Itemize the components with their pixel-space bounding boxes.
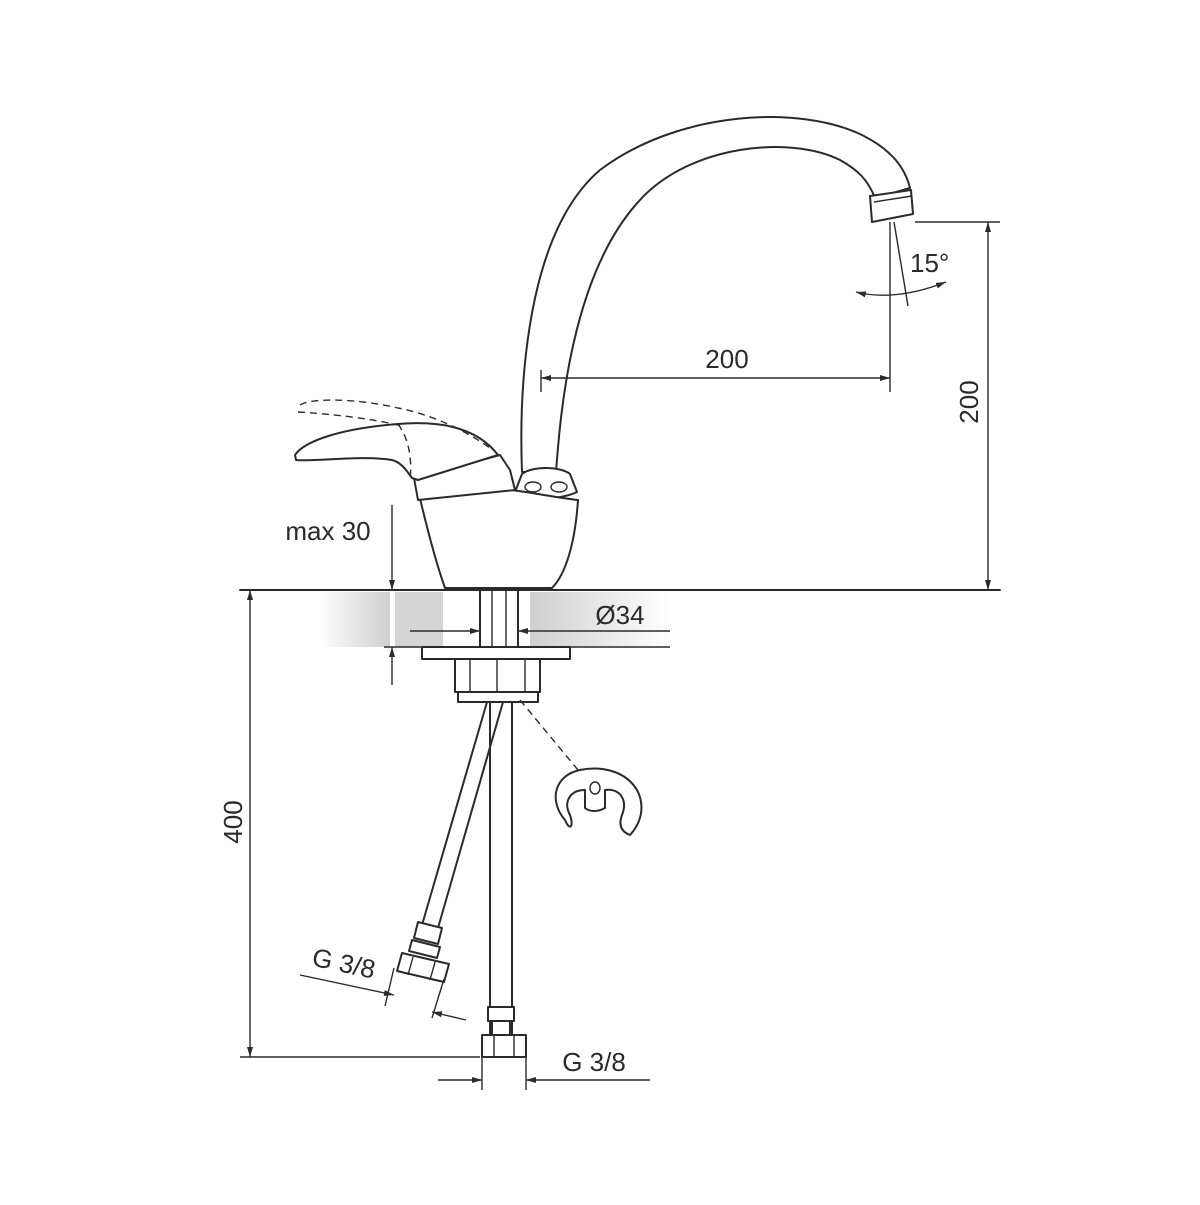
left-thread-label: G 3/8: [310, 942, 378, 985]
mount-hole-label: Ø34: [595, 600, 644, 630]
dim-counter-thickness: [384, 505, 440, 685]
dim-spout-height: [915, 221, 1000, 590]
hose-length-label: 400: [218, 800, 248, 843]
horseshoe-clip-icon: [519, 699, 643, 836]
right-hose-fitting-icon: [481, 1006, 527, 1058]
dim-spout-reach: [540, 222, 891, 392]
dim-left-thread: [299, 967, 467, 1021]
spout: [514, 116, 914, 499]
spray-angle-label: 15°: [910, 248, 949, 278]
lever-handle: [294, 422, 499, 481]
counter-thickness-label: max 30: [285, 516, 370, 546]
supply-hoses: [396, 701, 527, 1058]
spout-height-label: 200: [954, 380, 984, 423]
aerator-icon: [869, 189, 914, 223]
spout-reach-label: 200: [705, 344, 748, 374]
dim-spray-angle: [855, 221, 947, 307]
mounting-shank: [421, 589, 571, 703]
dim-hose-length: [240, 590, 480, 1058]
faucet-body: [413, 454, 579, 589]
right-thread-label: G 3/8: [562, 1047, 626, 1077]
dim-right-thread: [438, 1057, 650, 1090]
left-hose-fitting-icon: [396, 921, 450, 983]
lever-raised-outline: [299, 399, 491, 449]
